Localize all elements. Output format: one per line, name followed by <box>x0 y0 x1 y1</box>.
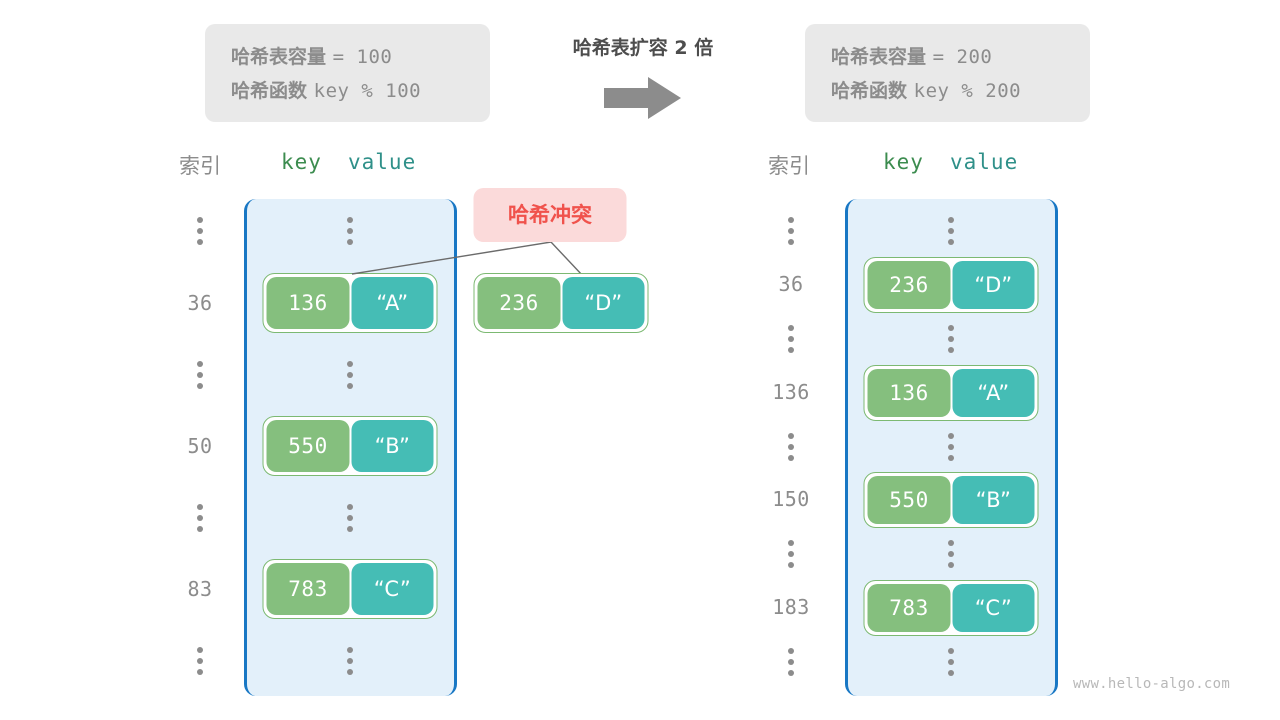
before-entry-83: 783 “C” <box>262 559 438 619</box>
before-row-ellipsis-1 <box>347 361 353 389</box>
after-header-key: key <box>883 150 924 174</box>
before-header-value: value <box>348 150 417 174</box>
before-index-ellipsis-0 <box>197 217 203 245</box>
before-row-ellipsis-3 <box>347 647 353 675</box>
after-capacity-value: = 200 <box>932 46 993 68</box>
after-function-expr: key % 200 <box>913 80 1022 102</box>
before-index-ellipsis-1 <box>197 361 203 389</box>
before-entry-83-value: “C” <box>351 563 434 615</box>
after-entry-36-value: “D” <box>952 261 1035 309</box>
pending-entry-236: 236 “D” <box>473 273 649 333</box>
before-capacity-label: 哈希表容量 <box>231 46 327 68</box>
after-entry-150-key: 550 <box>867 476 951 524</box>
after-index-ellipsis-0 <box>788 217 794 245</box>
before-capacity-value: = 100 <box>332 46 393 68</box>
after-row-ellipsis-3 <box>948 540 954 568</box>
before-index-83: 83 <box>187 577 213 601</box>
before-info-box: 哈希表容量 = 100 哈希函数 key % 100 <box>205 24 490 122</box>
after-entry-183: 783 “C” <box>863 580 1039 636</box>
after-entry-136-key: 136 <box>867 369 951 417</box>
before-capacity-line: 哈希表容量 = 100 <box>231 40 464 74</box>
before-function-line: 哈希函数 key % 100 <box>231 74 464 108</box>
after-index-183: 183 <box>772 595 810 619</box>
before-index-ellipsis-3 <box>197 647 203 675</box>
after-index-ellipsis-3 <box>788 540 794 568</box>
page-title: 哈希表扩容 2 倍 <box>572 37 714 59</box>
after-header-value: value <box>950 150 1019 174</box>
collision-badge: 哈希冲突 <box>473 188 627 242</box>
after-capacity-line: 哈希表容量 = 200 <box>831 40 1064 74</box>
before-entry-83-key: 783 <box>266 563 350 615</box>
after-index-ellipsis-1 <box>788 325 794 353</box>
before-function-expr: key % 100 <box>313 80 422 102</box>
after-info-box: 哈希表容量 = 200 哈希函数 key % 200 <box>805 24 1090 122</box>
after-row-ellipsis-4 <box>948 648 954 676</box>
after-entry-36-key: 236 <box>867 261 951 309</box>
after-index-150: 150 <box>772 487 810 511</box>
after-row-ellipsis-2 <box>948 433 954 461</box>
before-entry-50: 550 “B” <box>262 416 438 476</box>
before-entry-36: 136 “A” <box>262 273 438 333</box>
before-entry-36-key: 136 <box>266 277 350 329</box>
after-function-line: 哈希函数 key % 200 <box>831 74 1064 108</box>
after-row-ellipsis-0 <box>948 217 954 245</box>
after-index-ellipsis-4 <box>788 648 794 676</box>
right-arrow-icon <box>604 76 682 120</box>
before-index-36: 36 <box>187 291 213 315</box>
after-entry-150: 550 “B” <box>863 472 1039 528</box>
pending-entry-236-key: 236 <box>477 277 561 329</box>
before-row-ellipsis-0 <box>347 217 353 245</box>
after-entry-36: 236 “D” <box>863 257 1039 313</box>
after-index-36: 36 <box>778 272 804 296</box>
after-entry-136-value: “A” <box>952 369 1035 417</box>
after-header-index: 索引 <box>768 154 810 178</box>
after-row-ellipsis-1 <box>948 325 954 353</box>
before-function-label: 哈希函数 <box>231 80 308 102</box>
before-entry-50-key: 550 <box>266 420 350 472</box>
after-capacity-label: 哈希表容量 <box>831 46 927 68</box>
pending-entry-236-value: “D” <box>562 277 645 329</box>
before-index-50: 50 <box>187 434 213 458</box>
after-index-ellipsis-2 <box>788 433 794 461</box>
after-index-136: 136 <box>772 380 810 404</box>
after-entry-183-value: “C” <box>952 584 1035 632</box>
after-entry-150-value: “B” <box>952 476 1035 524</box>
before-header-key: key <box>281 150 322 174</box>
after-function-label: 哈希函数 <box>831 80 908 102</box>
before-entry-50-value: “B” <box>351 420 434 472</box>
before-header-index: 索引 <box>179 154 221 178</box>
after-entry-183-key: 783 <box>867 584 951 632</box>
watermark: www.hello-algo.com <box>1073 676 1231 692</box>
before-row-ellipsis-2 <box>347 504 353 532</box>
before-index-ellipsis-2 <box>197 504 203 532</box>
after-entry-136: 136 “A” <box>863 365 1039 421</box>
before-entry-36-value: “A” <box>351 277 434 329</box>
